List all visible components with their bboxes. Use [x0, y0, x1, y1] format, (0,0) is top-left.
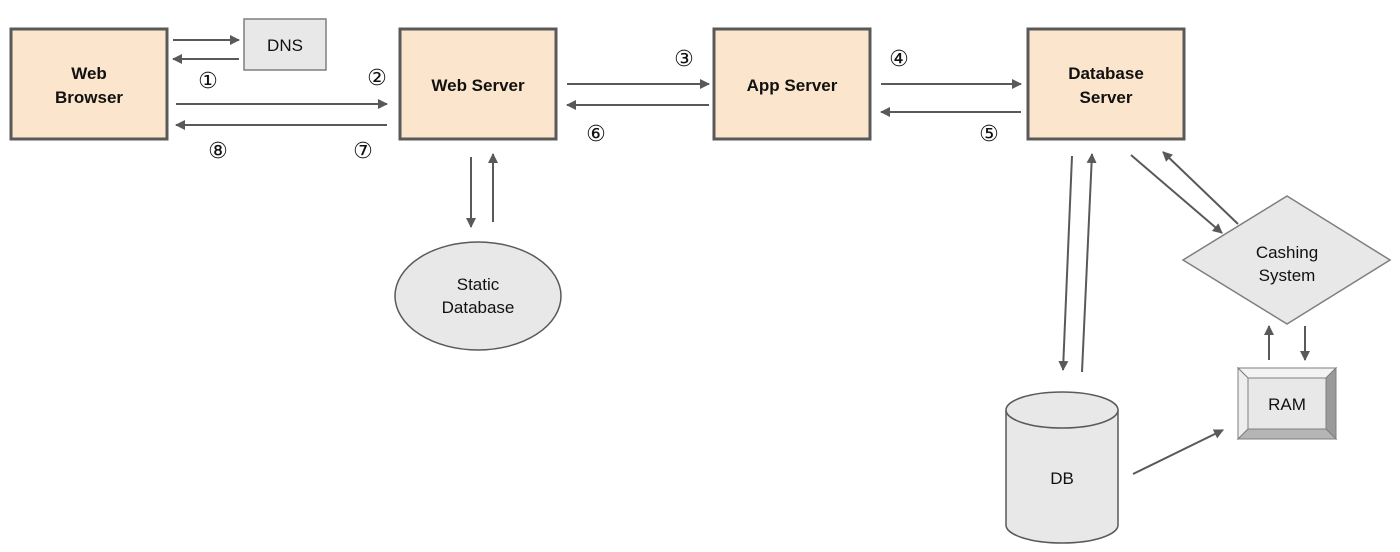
static-database-label-line1: Static: [457, 275, 500, 294]
step-3-label: ③: [674, 47, 694, 72]
arrow-db-to-dbserver: [1081, 153, 1097, 373]
web-browser-label-line2: Browser: [55, 88, 123, 107]
caching-system-label-line2: System: [1259, 266, 1316, 285]
step-2-label: ②: [367, 66, 387, 91]
step-8-label: ⑧: [208, 139, 228, 164]
static-database-label-line2: Database: [442, 298, 515, 317]
static-database-node: Static Database: [394, 241, 562, 351]
step-7-label: ⑦: [353, 139, 373, 164]
caching-system-node: Cashing System: [1181, 195, 1392, 325]
web-server-label: Web Server: [431, 76, 525, 95]
arrow-db-to-ram: [1132, 429, 1224, 475]
ram-node: RAM: [1236, 366, 1338, 441]
arrow-cache-to-dbserver: [1162, 151, 1239, 225]
connector-arrows: [172, 35, 1310, 475]
web-server-node: Web Server: [398, 27, 558, 141]
db-node: DB: [1005, 391, 1119, 544]
db-label: DB: [1050, 469, 1074, 488]
dns-label: DNS: [267, 36, 303, 55]
database-server-label-line1: Database: [1068, 64, 1144, 83]
arrow-dbserver-to-db: [1058, 155, 1073, 371]
step-4-label: ④: [889, 47, 909, 72]
ram-label: RAM: [1268, 395, 1306, 414]
app-server-label: App Server: [747, 76, 838, 95]
web-browser-node: Web Browser: [9, 27, 169, 141]
arrow-dbserver-to-cache: [1130, 154, 1223, 234]
database-server-label-line2: Server: [1080, 88, 1133, 107]
app-server-node: App Server: [712, 27, 872, 141]
database-server-node: Database Server: [1026, 27, 1186, 141]
step-6-label: ⑥: [586, 122, 606, 147]
caching-system-label-line1: Cashing: [1256, 243, 1318, 262]
web-browser-label-line1: Web: [71, 64, 107, 83]
step-5-label: ⑤: [979, 122, 999, 147]
dns-node: DNS: [243, 18, 327, 71]
step-1-label: ①: [198, 69, 218, 94]
